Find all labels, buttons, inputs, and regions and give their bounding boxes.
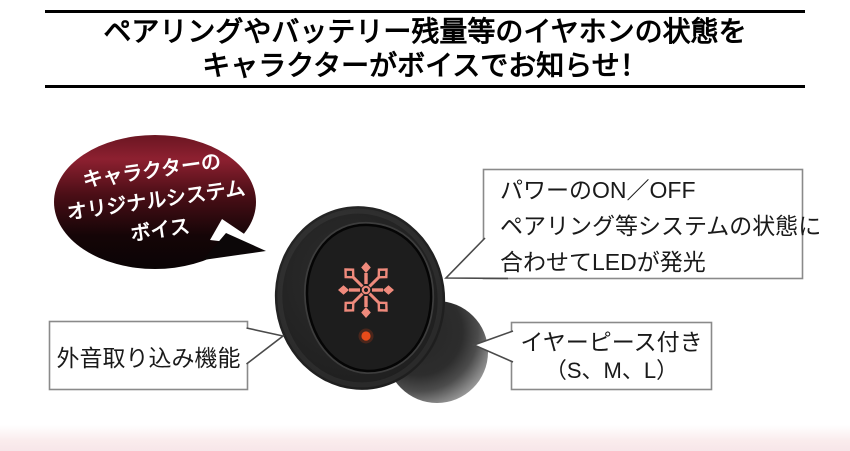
callout-ambient-shape	[48, 320, 285, 391]
header-line-2: キャラクターがボイスでお知らせ！	[202, 50, 648, 81]
face-panel	[305, 223, 433, 373]
speech-bubble-tail	[203, 233, 266, 260]
header-line-1: ペアリングやバッテリー残量等のイヤホンの状態を	[103, 16, 747, 47]
callout-led-line-1: パワーのON／OFF	[500, 177, 696, 203]
callout-ambient-tail	[246, 327, 285, 365]
snowflake-icon	[338, 262, 394, 318]
callout-ear-tips-line-2: （S、M、L）	[544, 358, 679, 383]
callout-led-status-text: パワーのON／OFF ペアリング等システムの状態に 合わせてLEDが発光	[500, 172, 822, 280]
bottom-accent-strip	[0, 425, 850, 451]
callout-ear-tips-text: イヤーピース付き （S、M、L）	[511, 324, 712, 388]
callout-ambient-label: 外音取り込み機能	[56, 344, 241, 371]
status-led-icon	[358, 328, 374, 344]
callout-led-line-3: 合わせてLEDが発光	[500, 249, 706, 275]
callout-led-status-tail	[444, 237, 509, 280]
callout-ambient-text: 外音取り込み機能	[49, 321, 248, 390]
header-banner: ペアリングやバッテリー残量等のイヤホンの状態を キャラクターがボイスでお知らせ！	[45, 10, 805, 88]
speech-bubble-shape	[54, 135, 266, 269]
callout-ear-tips-tail	[471, 330, 514, 363]
callout-led-status-shape	[444, 168, 804, 280]
callout-led-line-2: ペアリング等システムの状態に	[500, 213, 822, 239]
callout-ear-tips-shape	[471, 321, 713, 391]
callout-ear-tips-line-1: イヤーピース付き	[520, 329, 703, 355]
